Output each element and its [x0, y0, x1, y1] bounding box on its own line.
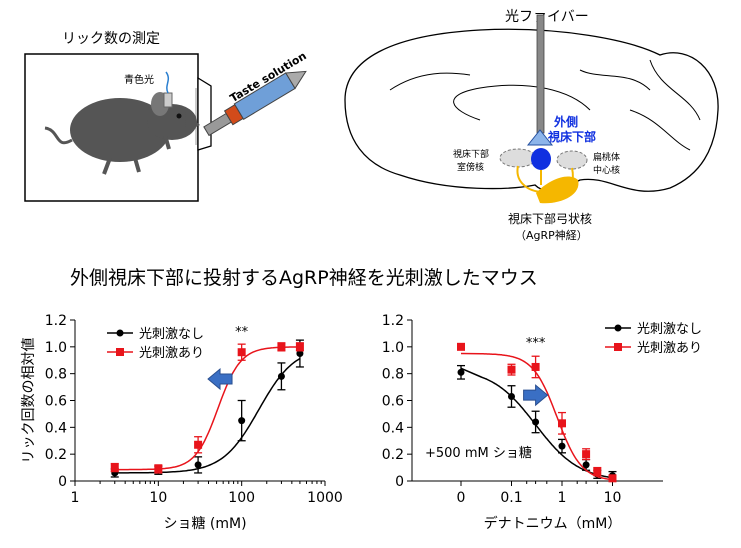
data-point — [593, 467, 602, 476]
legend-label: 光刺激なし — [637, 322, 702, 337]
legend-marker — [116, 348, 124, 356]
pvn-region — [499, 148, 537, 168]
data-point — [238, 417, 246, 425]
blue-light-fiber-icon — [165, 71, 170, 94]
data-point — [154, 464, 163, 473]
legend-marker — [614, 324, 622, 332]
data-point — [296, 350, 304, 358]
y-tick-label: 0 — [58, 474, 67, 490]
data-point — [558, 442, 566, 450]
data-point — [277, 372, 285, 380]
lick-port — [197, 76, 212, 151]
data-point — [531, 362, 540, 371]
data-point — [194, 461, 202, 469]
data-point — [558, 419, 566, 428]
fit-curve — [114, 357, 301, 474]
data-point — [582, 450, 591, 459]
right-shift-arrow-icon — [523, 384, 549, 407]
data-point — [582, 461, 590, 469]
fit-curve — [114, 346, 300, 471]
x-tick-label: 0.1 — [500, 490, 522, 506]
optic-fiber-label: 光ファイバー — [505, 9, 589, 25]
sucrose-chart: 0 0.2 0.4 0.6 0.8 1.0 1.2 1 10 100 1000 ショ糖 (mM) リック… — [21, 313, 343, 532]
bnst-label-2: 中心核 — [593, 166, 621, 176]
y-tick-label: 0.8 — [382, 367, 404, 383]
significance-label: ** — [235, 325, 249, 340]
y-tick-label: 0.4 — [45, 420, 67, 436]
data-point — [608, 474, 617, 483]
pvn-label-1: 視床下部 — [453, 150, 490, 160]
data-point — [295, 342, 304, 351]
x-tick-label: 10 — [149, 490, 167, 506]
taste-solution-tube — [203, 70, 307, 137]
y-tick-label: 0.2 — [382, 447, 404, 463]
lateral-hypothalamus — [531, 148, 551, 170]
data-point — [507, 365, 516, 374]
y-tick-label: 0 — [395, 474, 404, 490]
y-tick-label: 0.8 — [45, 367, 67, 383]
y-tick-label: 1.2 — [45, 313, 67, 329]
bnst-region — [556, 150, 588, 170]
x-axis-label: デナトニウム（mM） — [484, 515, 622, 532]
brain-outline — [344, 28, 719, 192]
y-tick-label: 1.0 — [45, 340, 67, 356]
legend-label: 光刺激あり — [139, 346, 204, 361]
data-point — [532, 418, 540, 426]
arc-label-1: 視床下部弓状核 — [508, 212, 593, 226]
x-axis-label: ショ糖 (mM) — [163, 516, 246, 532]
data-point — [277, 342, 286, 351]
data-point — [508, 392, 515, 400]
brain-schematic — [344, 14, 719, 204]
figure-headline: 外側視床下部に投射するAgRP神経を光刺激したマウス — [70, 267, 538, 289]
x-tick-label: 100 — [228, 490, 255, 506]
legend-marker — [116, 329, 124, 337]
pvn-label-2: 室傍核 — [457, 163, 485, 173]
y-tick-label: 0.6 — [382, 394, 404, 410]
data-point — [457, 368, 465, 376]
bnst-label-1: 扁桃体 — [593, 153, 621, 163]
y-axis-label: リック回数の相対値 — [21, 338, 37, 464]
fit-curve — [460, 352, 612, 481]
x-tick-label: 0 — [457, 490, 466, 506]
x-tick-label: 1 — [71, 490, 80, 506]
x-tick-label: 1 — [558, 490, 567, 506]
data-point — [194, 440, 203, 449]
agrp-projections — [516, 165, 574, 193]
data-point — [457, 342, 465, 351]
left-shift-arrow-icon — [207, 367, 233, 391]
y-tick-label: 0.6 — [45, 394, 67, 410]
mouse-body — [70, 98, 170, 162]
lh-label-1: 外側 — [554, 115, 579, 129]
y-tick-label: 0.2 — [45, 447, 67, 463]
y-tick-label: 0.4 — [382, 420, 404, 436]
legend-marker — [614, 343, 622, 351]
arc-label-2: （AgRP神経） — [515, 229, 588, 242]
data-point — [110, 463, 119, 472]
legend-label: 光刺激なし — [139, 327, 204, 342]
lick-schematic: Taste solution — [24, 49, 309, 202]
inset-text: +500 mM ショ糖 — [425, 445, 532, 461]
optic-implant — [163, 92, 173, 108]
significance-label: *** — [526, 336, 546, 351]
blue-light-label: 青色光 — [124, 75, 154, 86]
lh-label-2: 視床下部 — [548, 130, 597, 144]
y-tick-label: 1.0 — [382, 340, 404, 356]
x-tick-label: 10 — [604, 490, 622, 506]
data-point — [237, 348, 246, 357]
mouse-tail — [44, 126, 73, 145]
lick-measurement-title: リック数の測定 — [62, 31, 160, 47]
light-cone — [526, 129, 554, 146]
denatonium-chart: 00.20.40.60.81.01.200.1110デナトニウム（mM）リック回… — [382, 313, 702, 532]
x-tick-label: 1000 — [307, 490, 343, 506]
optic-fiber — [536, 14, 545, 134]
y-tick-label: 1.2 — [382, 313, 404, 329]
arcuate-nucleus — [536, 176, 579, 204]
legend-label: 光刺激あり — [637, 341, 702, 356]
